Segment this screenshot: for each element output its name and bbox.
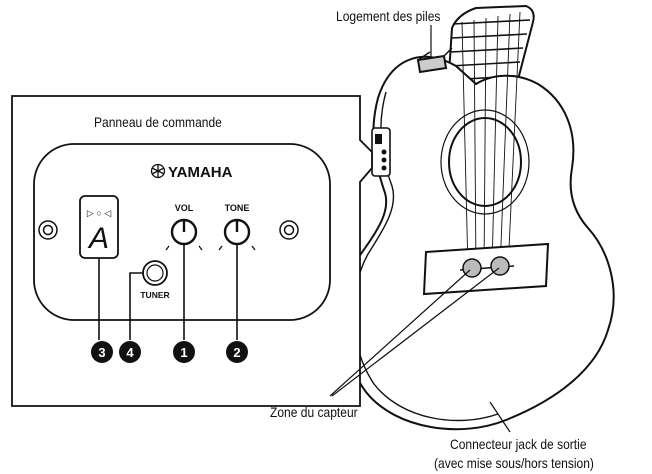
- svg-text:1: 1: [180, 345, 187, 360]
- panel-title: Panneau de commande: [94, 114, 222, 130]
- vol-knob[interactable]: [165, 218, 203, 251]
- battery-compartment-label: Logement des piles: [336, 8, 441, 24]
- svg-text:2: 2: [233, 345, 240, 360]
- guitar: [342, 4, 615, 431]
- callout-4: 4: [119, 341, 141, 363]
- tuner-label: TUNER: [140, 290, 169, 300]
- tuner-button[interactable]: [142, 260, 168, 286]
- guitar-bridge: [422, 242, 550, 296]
- callout-2: 2: [226, 341, 248, 363]
- tuner-indicator-leds: ▷ ○ ◁: [87, 208, 111, 218]
- yamaha-logo-icon: [150, 163, 166, 179]
- pickup-zone-label: Zone du capteur: [270, 404, 358, 420]
- battery-compartment: [416, 54, 448, 74]
- screw-icon-right: [279, 220, 299, 240]
- tuner-display-note: A: [87, 222, 109, 255]
- output-jack-label: Connecteur jack de sortie: [450, 436, 587, 452]
- callout-leaders: [98, 244, 238, 340]
- callout-1: 1: [173, 341, 195, 363]
- guitar-strings: [461, 11, 521, 271]
- tone-knob[interactable]: [218, 218, 256, 251]
- tone-label: TONE: [225, 203, 250, 213]
- callout-3: 3: [91, 341, 113, 363]
- label-leaders: [329, 25, 511, 433]
- vol-label: VOL: [175, 203, 194, 213]
- svg-text:3: 3: [98, 345, 105, 360]
- output-jack-sublabel: (avec mise sous/hors tension): [434, 455, 594, 471]
- svg-text:4: 4: [126, 345, 134, 360]
- guitar-body: [342, 56, 615, 431]
- brand-name: YAMAHA: [168, 164, 233, 181]
- screw-icon: [38, 220, 58, 240]
